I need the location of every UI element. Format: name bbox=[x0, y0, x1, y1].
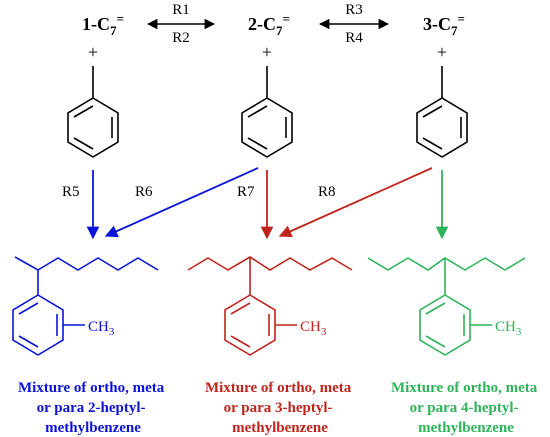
product-structure-2 bbox=[187, 256, 353, 356]
product-1-caption: Mixture of ortho, meta or para 2-heptyl-… bbox=[18, 380, 168, 436]
product-3-caption: Mixture of ortho, meta or para 4-heptyl-… bbox=[391, 380, 541, 436]
reaction-r8-label: R8 bbox=[318, 184, 336, 200]
plus-sign-3: + bbox=[437, 42, 447, 62]
plus-sign-2: + bbox=[262, 42, 272, 62]
product-1-ch3-label: CH3 bbox=[88, 319, 115, 338]
reaction-r5-label: R5 bbox=[62, 184, 80, 200]
product-3-ch3-label: CH3 bbox=[495, 319, 522, 338]
arrow-r6 bbox=[104, 167, 259, 238]
reaction-r2-label: R2 bbox=[172, 30, 190, 46]
product-structure-3 bbox=[367, 257, 526, 356]
reaction-r1-label: R1 bbox=[172, 2, 190, 18]
toluene-structure-2 bbox=[241, 66, 293, 158]
reaction-r3-label: R3 bbox=[345, 2, 363, 18]
product-2-caption: Mixture of ortho, meta or para 3-heptyl-… bbox=[205, 380, 355, 436]
reaction-r4-label: R4 bbox=[345, 30, 363, 46]
product-2-ch3-label: CH3 bbox=[300, 319, 327, 338]
product-structure-1 bbox=[12, 256, 159, 356]
reactant-1-label: 1-C7= bbox=[82, 11, 124, 38]
plus-sign-1: + bbox=[88, 42, 98, 62]
reactant-2-label: 2-C7= bbox=[248, 11, 290, 38]
reaction-r7-label: R7 bbox=[237, 184, 255, 200]
reactant-3-label: 3-C7= bbox=[423, 11, 465, 38]
toluene-structure-3 bbox=[416, 66, 468, 158]
arrow-r8 bbox=[278, 167, 433, 238]
reaction-r6-label: R6 bbox=[135, 184, 153, 200]
toluene-structure-1 bbox=[67, 66, 119, 158]
